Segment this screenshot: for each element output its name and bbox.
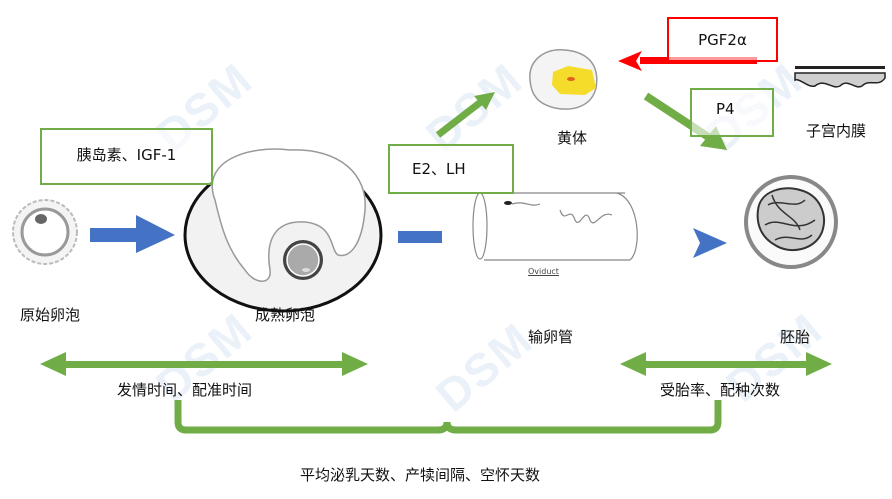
hormone-label: 胰岛素、IGF-1 <box>76 146 177 164</box>
hormone-box-insulin-igf: 胰岛素、IGF-1 <box>40 128 213 185</box>
green-arrow-icon <box>435 92 495 138</box>
label-oviduct-caption: Oviduct <box>528 267 559 276</box>
endometrium-icon <box>794 66 886 88</box>
label-primordial-follicle: 原始卵泡 <box>20 306 81 324</box>
blue-arrow-shaft-icon <box>398 231 442 243</box>
hormone-label: P4 <box>716 100 735 118</box>
double-arrow-right-icon <box>620 352 832 376</box>
label-endometrium: 子宫内膜 <box>806 122 867 140</box>
hormone-label: PGF2α <box>698 31 747 49</box>
label-corpus-luteum: 黄体 <box>557 129 588 147</box>
hormone-box-e2-lh: E2、LH <box>388 144 514 194</box>
blue-arrow-icon <box>90 215 175 253</box>
mature-follicle-icon <box>183 148 383 313</box>
label-mature-follicle: 成熟卵泡 <box>255 306 316 324</box>
corpus-luteum-icon <box>529 49 598 110</box>
hormone-label: E2、LH <box>412 160 466 178</box>
metric-summary: 平均泌乳天数、产犊间隔、空怀天数 <box>300 466 541 484</box>
primordial-follicle-icon <box>12 199 78 265</box>
label-oviduct: 输卵管 <box>528 328 574 346</box>
hormone-box-p4: P4 <box>690 88 774 137</box>
oviduct-icon <box>472 192 638 261</box>
double-arrow-left-icon <box>40 352 368 376</box>
bracket-connector-icon <box>174 400 722 434</box>
hormone-box-pgf2a: PGF2α <box>667 17 778 62</box>
blue-arrow-icon <box>693 228 727 258</box>
label-embryo: 胚胎 <box>780 328 811 346</box>
metric-conception: 受胎率、配种次数 <box>660 381 781 399</box>
metric-estrus-timing: 发情时间、配准时间 <box>117 381 253 399</box>
embryo-icon <box>744 175 838 269</box>
